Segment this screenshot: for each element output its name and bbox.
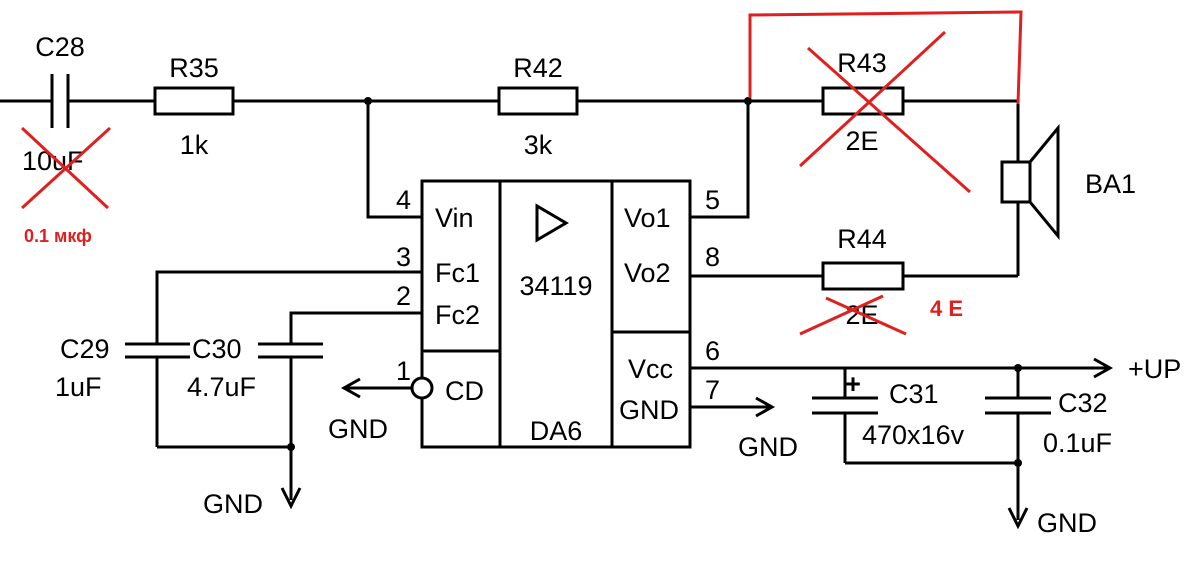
pin-vo1: Vo1: [624, 203, 671, 233]
pin-number-4: 4: [396, 185, 411, 215]
c28-new-value: 0.1 мкф: [24, 226, 92, 246]
r43-label: R43: [837, 48, 887, 78]
r44-label: R44: [837, 224, 887, 254]
pin-vin: Vin: [435, 203, 474, 233]
capacitor-c32: C32 0.1uF: [985, 388, 1112, 458]
pin-fc2: Fc2: [435, 300, 480, 330]
pin-number-2: 2: [396, 281, 411, 311]
capacitor-c28: C28 10uF 0.1 мкф: [20, 32, 112, 246]
r42-label: R42: [513, 53, 563, 83]
pin-number-5: 5: [705, 185, 720, 215]
c31-label: C31: [889, 379, 939, 409]
pin-number-8: 8: [705, 242, 720, 272]
supply-label: +UP: [1128, 354, 1181, 384]
r43-bypass-wire: [748, 10, 1023, 105]
r43-value: 2E: [845, 126, 878, 156]
resistor-r44: R44 2E 4 E: [799, 224, 963, 336]
r35-label: R35: [169, 53, 219, 83]
r43-cross: [807, 46, 971, 194]
resistor-r35: R35 1k: [153, 53, 235, 160]
c29-value: 1uF: [55, 372, 102, 402]
gnd-label-cd: GND: [328, 414, 388, 444]
r35-value: 1k: [180, 130, 209, 160]
wires: [0, 99, 1110, 520]
net-labels: +UP GND GND GND GND: [203, 354, 1181, 538]
capacitor-c31: + C31 470x16v: [812, 369, 965, 450]
speaker-ba1: BA1: [1000, 123, 1136, 241]
gnd-label-output: GND: [1037, 508, 1097, 538]
pin-vo2: Vo2: [624, 258, 671, 288]
junctions: [287, 97, 1022, 467]
capacitor-c30: C30 4.7uF: [187, 334, 323, 402]
pin-gnd: GND: [619, 395, 679, 425]
c31-polarity: +: [845, 369, 861, 399]
amplifier-icon: [535, 203, 569, 243]
c30-label: C30: [192, 334, 242, 364]
chip-designator: DA6: [530, 416, 583, 446]
c32-label: C32: [1058, 388, 1108, 418]
pin-cd: CD: [445, 376, 484, 406]
pin-number-7: 7: [705, 375, 720, 405]
chip-number: 34119: [519, 271, 592, 301]
r42-value: 3k: [524, 130, 553, 160]
resistor-r42: R42 3k: [497, 53, 579, 160]
arrow-heads: [280, 357, 1114, 530]
c32-value: 0.1uF: [1043, 428, 1112, 458]
c29-label: C29: [60, 334, 110, 364]
pin-numbers: 4 3 2 1 5 8 6 7: [396, 185, 720, 405]
cd-pin-circle: [410, 376, 434, 400]
pin-fc1: Fc1: [435, 258, 480, 288]
ic-da6: 34119 DA6 Vin Fc1 Fc2 CD Vo1 Vo2 Vcc GND: [410, 179, 692, 449]
r44-new-value: 4 E: [930, 296, 963, 321]
r44-cross: [825, 296, 907, 336]
c30-value: 4.7uF: [187, 372, 256, 402]
gnd-label-pin7: GND: [738, 432, 798, 462]
pin-number-1: 1: [396, 356, 411, 386]
ba1-label: BA1: [1085, 169, 1136, 199]
capacitor-c29: C29 1uF: [55, 334, 190, 402]
c28-label: C28: [35, 32, 85, 62]
pin-vcc: Vcc: [628, 354, 673, 384]
pin-number-6: 6: [705, 336, 720, 366]
resistor-r43: R43 2E: [748, 10, 1023, 194]
gnd-label-caps: GND: [203, 489, 263, 519]
c31-value: 470x16v: [862, 420, 965, 450]
pin-number-3: 3: [396, 242, 411, 272]
